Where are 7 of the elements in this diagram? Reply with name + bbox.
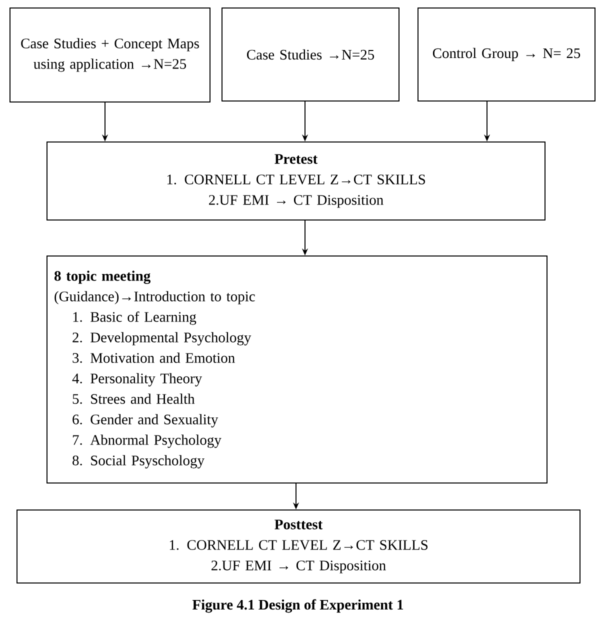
process-box: Posttest 1. CORNELL CT LEVEL Z→CT SKILLS 2.UF EMI → CT Disposition [16, 510, 580, 584]
process-box: Pretest 1. CORNELL CT LEVEL Z→CT SKILLS 2.UF EMI → CT Disposition [46, 142, 546, 220]
process-box: Case Studies + Concept Maps using application →N=25 [10, 8, 210, 102]
process-box: Case Studies →N=25 [222, 8, 400, 102]
process-box: Control Group → N= 25 [418, 8, 596, 102]
caption: Figure 4.1 Design of Experiment 1 [192, 599, 404, 613]
process-box: 8 topic meeting (Guidance)→Introduction to topic 1. Basic of Learning 2. Developmental Psychology 3. Motivation and Emotion 4. Personality Theory 5. Strees and Health 6. Gender and Sexuality 7. Abnormal Psychology 8. Social Psyschology [46, 256, 548, 484]
